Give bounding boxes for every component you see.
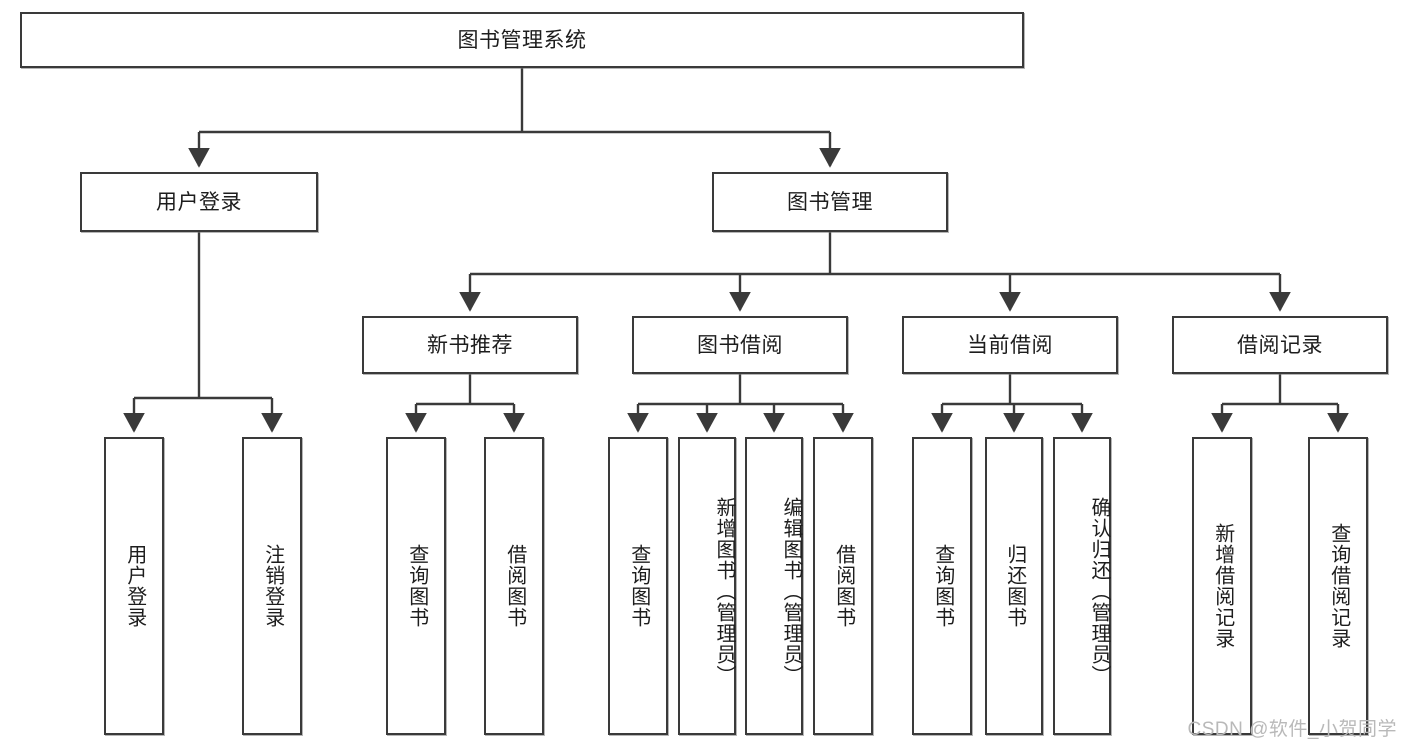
node-leaf-edit-book-admin[interactable]: 编辑图书（管理员） xyxy=(745,437,803,735)
node-leaf-user-login-label: 用户登录 xyxy=(123,544,146,628)
node-leaf-query-borrow-record-label: 查询借阅记录 xyxy=(1327,523,1350,649)
node-leaf-confirm-return-admin[interactable]: 确认归还（管理员） xyxy=(1053,437,1111,735)
node-leaf-query-borrow-record[interactable]: 查询借阅记录 xyxy=(1308,437,1368,735)
node-book-borrow-label: 图书借阅 xyxy=(697,333,783,357)
node-leaf-return-book-label: 归还图书 xyxy=(1003,544,1026,628)
node-book-manage[interactable]: 图书管理 xyxy=(712,172,948,232)
node-leaf-borrow-book-recommend[interactable]: 借阅图书 xyxy=(484,437,544,735)
node-leaf-borrow-book-borrow-label: 借阅图书 xyxy=(832,544,855,628)
node-leaf-query-book-recommend[interactable]: 查询图书 xyxy=(386,437,446,735)
node-leaf-add-book-admin[interactable]: 新增图书（管理员） xyxy=(678,437,736,735)
node-leaf-query-book-recommend-label: 查询图书 xyxy=(405,544,428,628)
node-current-borrow-label: 当前借阅 xyxy=(967,333,1053,357)
node-user-login-label: 用户登录 xyxy=(156,190,242,214)
node-borrow-record[interactable]: 借阅记录 xyxy=(1172,316,1388,374)
node-leaf-logout-login-label: 注销登录 xyxy=(261,544,284,628)
node-leaf-logout-login[interactable]: 注销登录 xyxy=(242,437,302,735)
node-leaf-query-book-current-label: 查询图书 xyxy=(931,544,954,628)
node-root[interactable]: 图书管理系统 xyxy=(20,12,1024,68)
node-leaf-add-borrow-record-label: 新增借阅记录 xyxy=(1211,523,1234,649)
csdn-watermark: CSDN @软件_小贺同学 xyxy=(1187,719,1397,740)
node-leaf-add-book-admin-label: 新增图书（管理员） xyxy=(713,496,735,686)
node-root-label: 图书管理系统 xyxy=(457,28,587,52)
node-leaf-query-book-borrow-label: 查询图书 xyxy=(627,544,650,628)
node-leaf-confirm-return-admin-label: 确认归还（管理员） xyxy=(1088,496,1110,686)
node-new-book-recommend-label: 新书推荐 xyxy=(427,333,513,357)
node-user-login[interactable]: 用户登录 xyxy=(80,172,318,232)
node-leaf-user-login[interactable]: 用户登录 xyxy=(104,437,164,735)
node-new-book-recommend[interactable]: 新书推荐 xyxy=(362,316,578,374)
node-leaf-add-borrow-record[interactable]: 新增借阅记录 xyxy=(1192,437,1252,735)
node-leaf-borrow-book-recommend-label: 借阅图书 xyxy=(503,544,526,628)
node-leaf-edit-book-admin-label: 编辑图书（管理员） xyxy=(780,496,802,686)
node-leaf-return-book[interactable]: 归还图书 xyxy=(985,437,1043,735)
node-leaf-query-book-current[interactable]: 查询图书 xyxy=(912,437,972,735)
node-book-borrow[interactable]: 图书借阅 xyxy=(632,316,848,374)
node-borrow-record-label: 借阅记录 xyxy=(1237,333,1323,357)
node-book-manage-label: 图书管理 xyxy=(787,190,873,214)
node-leaf-query-book-borrow[interactable]: 查询图书 xyxy=(608,437,668,735)
node-leaf-borrow-book-borrow[interactable]: 借阅图书 xyxy=(813,437,873,735)
node-current-borrow[interactable]: 当前借阅 xyxy=(902,316,1118,374)
